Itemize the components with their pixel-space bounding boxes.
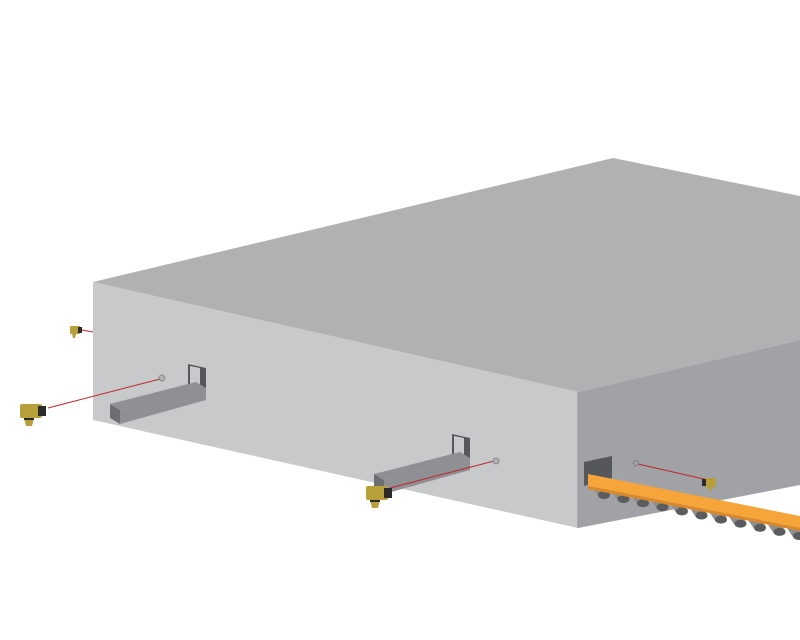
photo-sensor-icon (70, 326, 82, 338)
laser-beam-left (47, 378, 161, 409)
photo-sensor-icon (366, 486, 392, 508)
reflector-icon (158, 374, 166, 382)
rail-left-front (120, 388, 206, 424)
conveyor-roller-end (598, 491, 610, 499)
conveyor-roller-end (676, 507, 688, 516)
laser-beam-top-left (81, 329, 94, 333)
front-opening-left-inner (190, 366, 200, 386)
reflector-icon (492, 457, 500, 465)
enclosure-top-face (93, 158, 800, 392)
conveyor-roller-end (773, 527, 786, 536)
conveyor-roller-end (734, 519, 747, 528)
entry-rail-left (110, 382, 206, 424)
conveyor-roller-end (695, 511, 708, 520)
laser-beam-right (637, 463, 709, 481)
conveyor-roller-end (793, 532, 800, 540)
front-opening-middle-inner (454, 436, 464, 456)
conveyor-roller-end (715, 515, 727, 524)
photoelectric-sensors (20, 326, 716, 508)
reflector-icon (633, 460, 639, 466)
conveyor-roller-end (617, 495, 630, 504)
laser-beams (47, 329, 709, 489)
laser-beam-middle (389, 460, 495, 489)
conveyor-belt (588, 474, 800, 528)
conveyor-belt-edge (588, 486, 800, 531)
photo-sensor-icon (702, 478, 716, 491)
conveyor-roller-end (656, 503, 669, 512)
photo-sensor-icon (20, 404, 46, 426)
roller-conveyor (588, 474, 800, 540)
rail-middle-front (384, 458, 470, 494)
conveyor-roller-end (754, 523, 766, 532)
enclosure-right-face (578, 340, 800, 528)
rail-middle-top (374, 452, 470, 480)
rail-left-top (110, 382, 206, 410)
reflector-targets (158, 374, 639, 466)
conveyor-roller-end (637, 499, 649, 508)
rail-left-side (110, 404, 120, 424)
